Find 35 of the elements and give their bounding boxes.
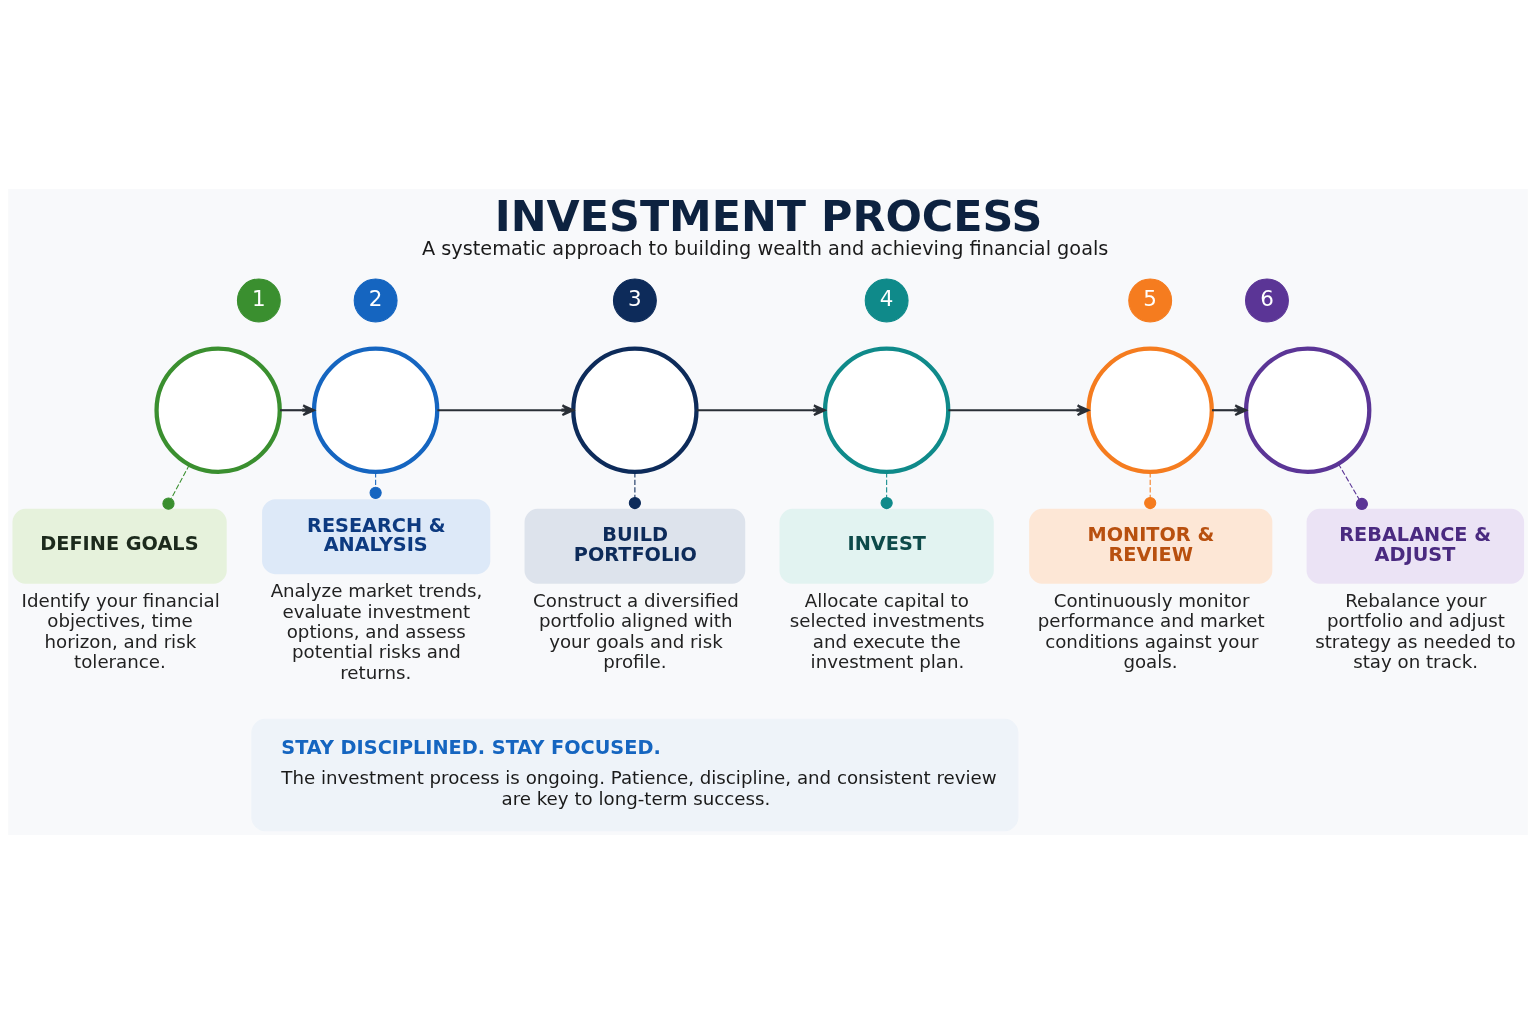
node-circle: 1	[236, 278, 281, 323]
connector	[1337, 463, 1368, 511]
node-circle: 2	[353, 278, 398, 323]
node-box: RESEARCH & ANALYSIS	[262, 499, 491, 575]
node-circle	[311, 346, 440, 474]
connector	[628, 471, 641, 510]
connector	[880, 471, 893, 510]
connector	[369, 471, 382, 499]
node-label: Identify your financial objectives, time horizon, and risk tolerance.	[21, 589, 220, 672]
node-circle: 6	[1245, 278, 1289, 323]
node-circle: 4	[864, 278, 909, 323]
node-label: Analyze market trends, evaluate investment options, and assess potential risks and returns.	[270, 580, 483, 683]
node-circle	[154, 346, 282, 474]
node-label: Rebalance your portfolio and adjust strategy as needed to stay on track.	[1315, 589, 1516, 672]
node-circle	[822, 346, 951, 474]
connector	[1144, 471, 1157, 510]
node-box: INVEST	[779, 508, 994, 584]
arrow	[437, 404, 575, 417]
node-box: MONITOR & REVIEW	[1029, 508, 1273, 584]
arrow	[280, 404, 316, 417]
arrow	[696, 404, 826, 417]
arrow	[1212, 404, 1248, 417]
node-label: Construct a diversified portfolio aligned with your goals and risk profile.	[533, 589, 739, 672]
node-circle: 5	[1128, 278, 1173, 323]
node-circle	[571, 346, 699, 474]
node-box: DEFINE GOALS	[12, 508, 227, 584]
node-label: Allocate capital to selected investments and execute the investment plan.	[789, 589, 985, 672]
node-circle	[1086, 346, 1214, 474]
node-label: Continuously monitor performance and market conditions against your goals.	[1037, 589, 1265, 672]
node-circle: 3	[612, 278, 657, 323]
arrow	[948, 404, 1090, 417]
node-circle	[1243, 346, 1372, 474]
node-box: BUILD PORTFOLIO	[524, 508, 746, 584]
node-box: REBALANCE & ADJUST	[1306, 508, 1525, 584]
connector	[162, 464, 190, 510]
